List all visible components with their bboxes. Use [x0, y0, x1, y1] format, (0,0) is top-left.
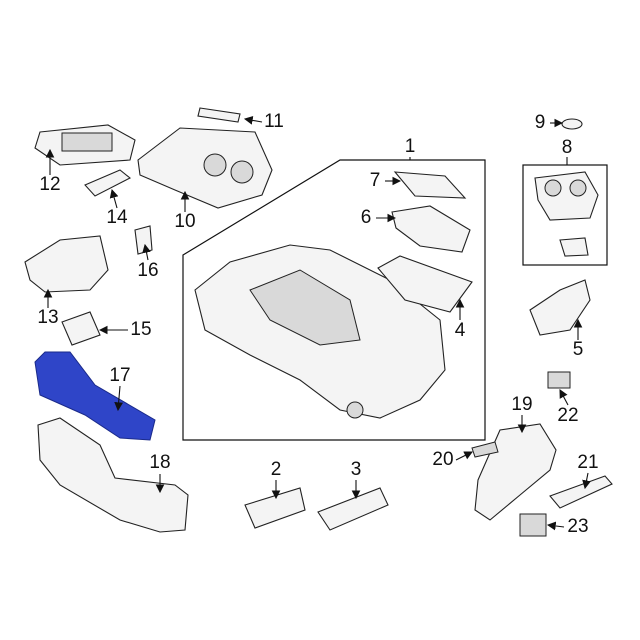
part-16[interactable] — [134, 225, 153, 255]
label-6: 6 — [361, 207, 372, 228]
label-17: 17 — [109, 365, 130, 386]
part-19[interactable] — [474, 423, 557, 521]
label-9: 9 — [535, 112, 546, 133]
part-12-lid — [61, 132, 113, 152]
label-12: 12 — [39, 174, 60, 195]
part-20[interactable] — [471, 441, 499, 458]
part-2[interactable] — [244, 487, 306, 529]
part-23[interactable] — [519, 513, 547, 537]
part-4[interactable] — [377, 255, 473, 313]
label-23: 23 — [567, 516, 588, 537]
part-3[interactable] — [317, 487, 389, 531]
label-18: 18 — [149, 452, 170, 473]
label-22: 22 — [557, 405, 578, 426]
label-1: 1 — [405, 136, 416, 157]
part-13[interactable] — [24, 235, 109, 293]
label-16: 16 — [137, 260, 158, 281]
part-8-cup-a — [544, 179, 562, 197]
label-13: 13 — [37, 307, 58, 328]
part-8-cup-b — [569, 179, 587, 197]
part-11[interactable] — [197, 107, 241, 123]
cupholder-group-box — [522, 164, 608, 266]
label-5: 5 — [573, 339, 584, 360]
part-8-bracket — [559, 237, 589, 257]
part-21[interactable] — [549, 475, 613, 509]
part-14[interactable] — [84, 169, 132, 197]
part-9[interactable] — [561, 118, 583, 130]
part-1-hole — [346, 401, 364, 419]
part-15[interactable] — [61, 311, 101, 346]
label-15: 15 — [130, 319, 151, 340]
label-10: 10 — [174, 211, 195, 232]
part-1-interior — [249, 269, 361, 346]
part-6[interactable] — [391, 205, 471, 253]
label-19: 19 — [511, 394, 532, 415]
label-4: 4 — [455, 320, 466, 341]
part-10-cup-b — [230, 160, 254, 184]
label-20: 20 — [432, 449, 453, 470]
label-8: 8 — [562, 137, 573, 158]
part-7[interactable] — [393, 171, 467, 199]
part-17-highlighted[interactable] — [34, 351, 156, 441]
part-5[interactable] — [529, 279, 591, 336]
part-18[interactable] — [37, 417, 189, 533]
console-group-box — [182, 159, 486, 441]
label-3: 3 — [351, 459, 362, 480]
part-10-cup-a — [203, 153, 227, 177]
label-7: 7 — [370, 170, 381, 191]
label-14: 14 — [106, 207, 128, 228]
label-11: 11 — [264, 111, 284, 132]
label-2: 2 — [271, 459, 282, 480]
part-8[interactable] — [534, 171, 599, 221]
label-21: 21 — [577, 452, 598, 473]
part-22[interactable] — [547, 371, 571, 389]
